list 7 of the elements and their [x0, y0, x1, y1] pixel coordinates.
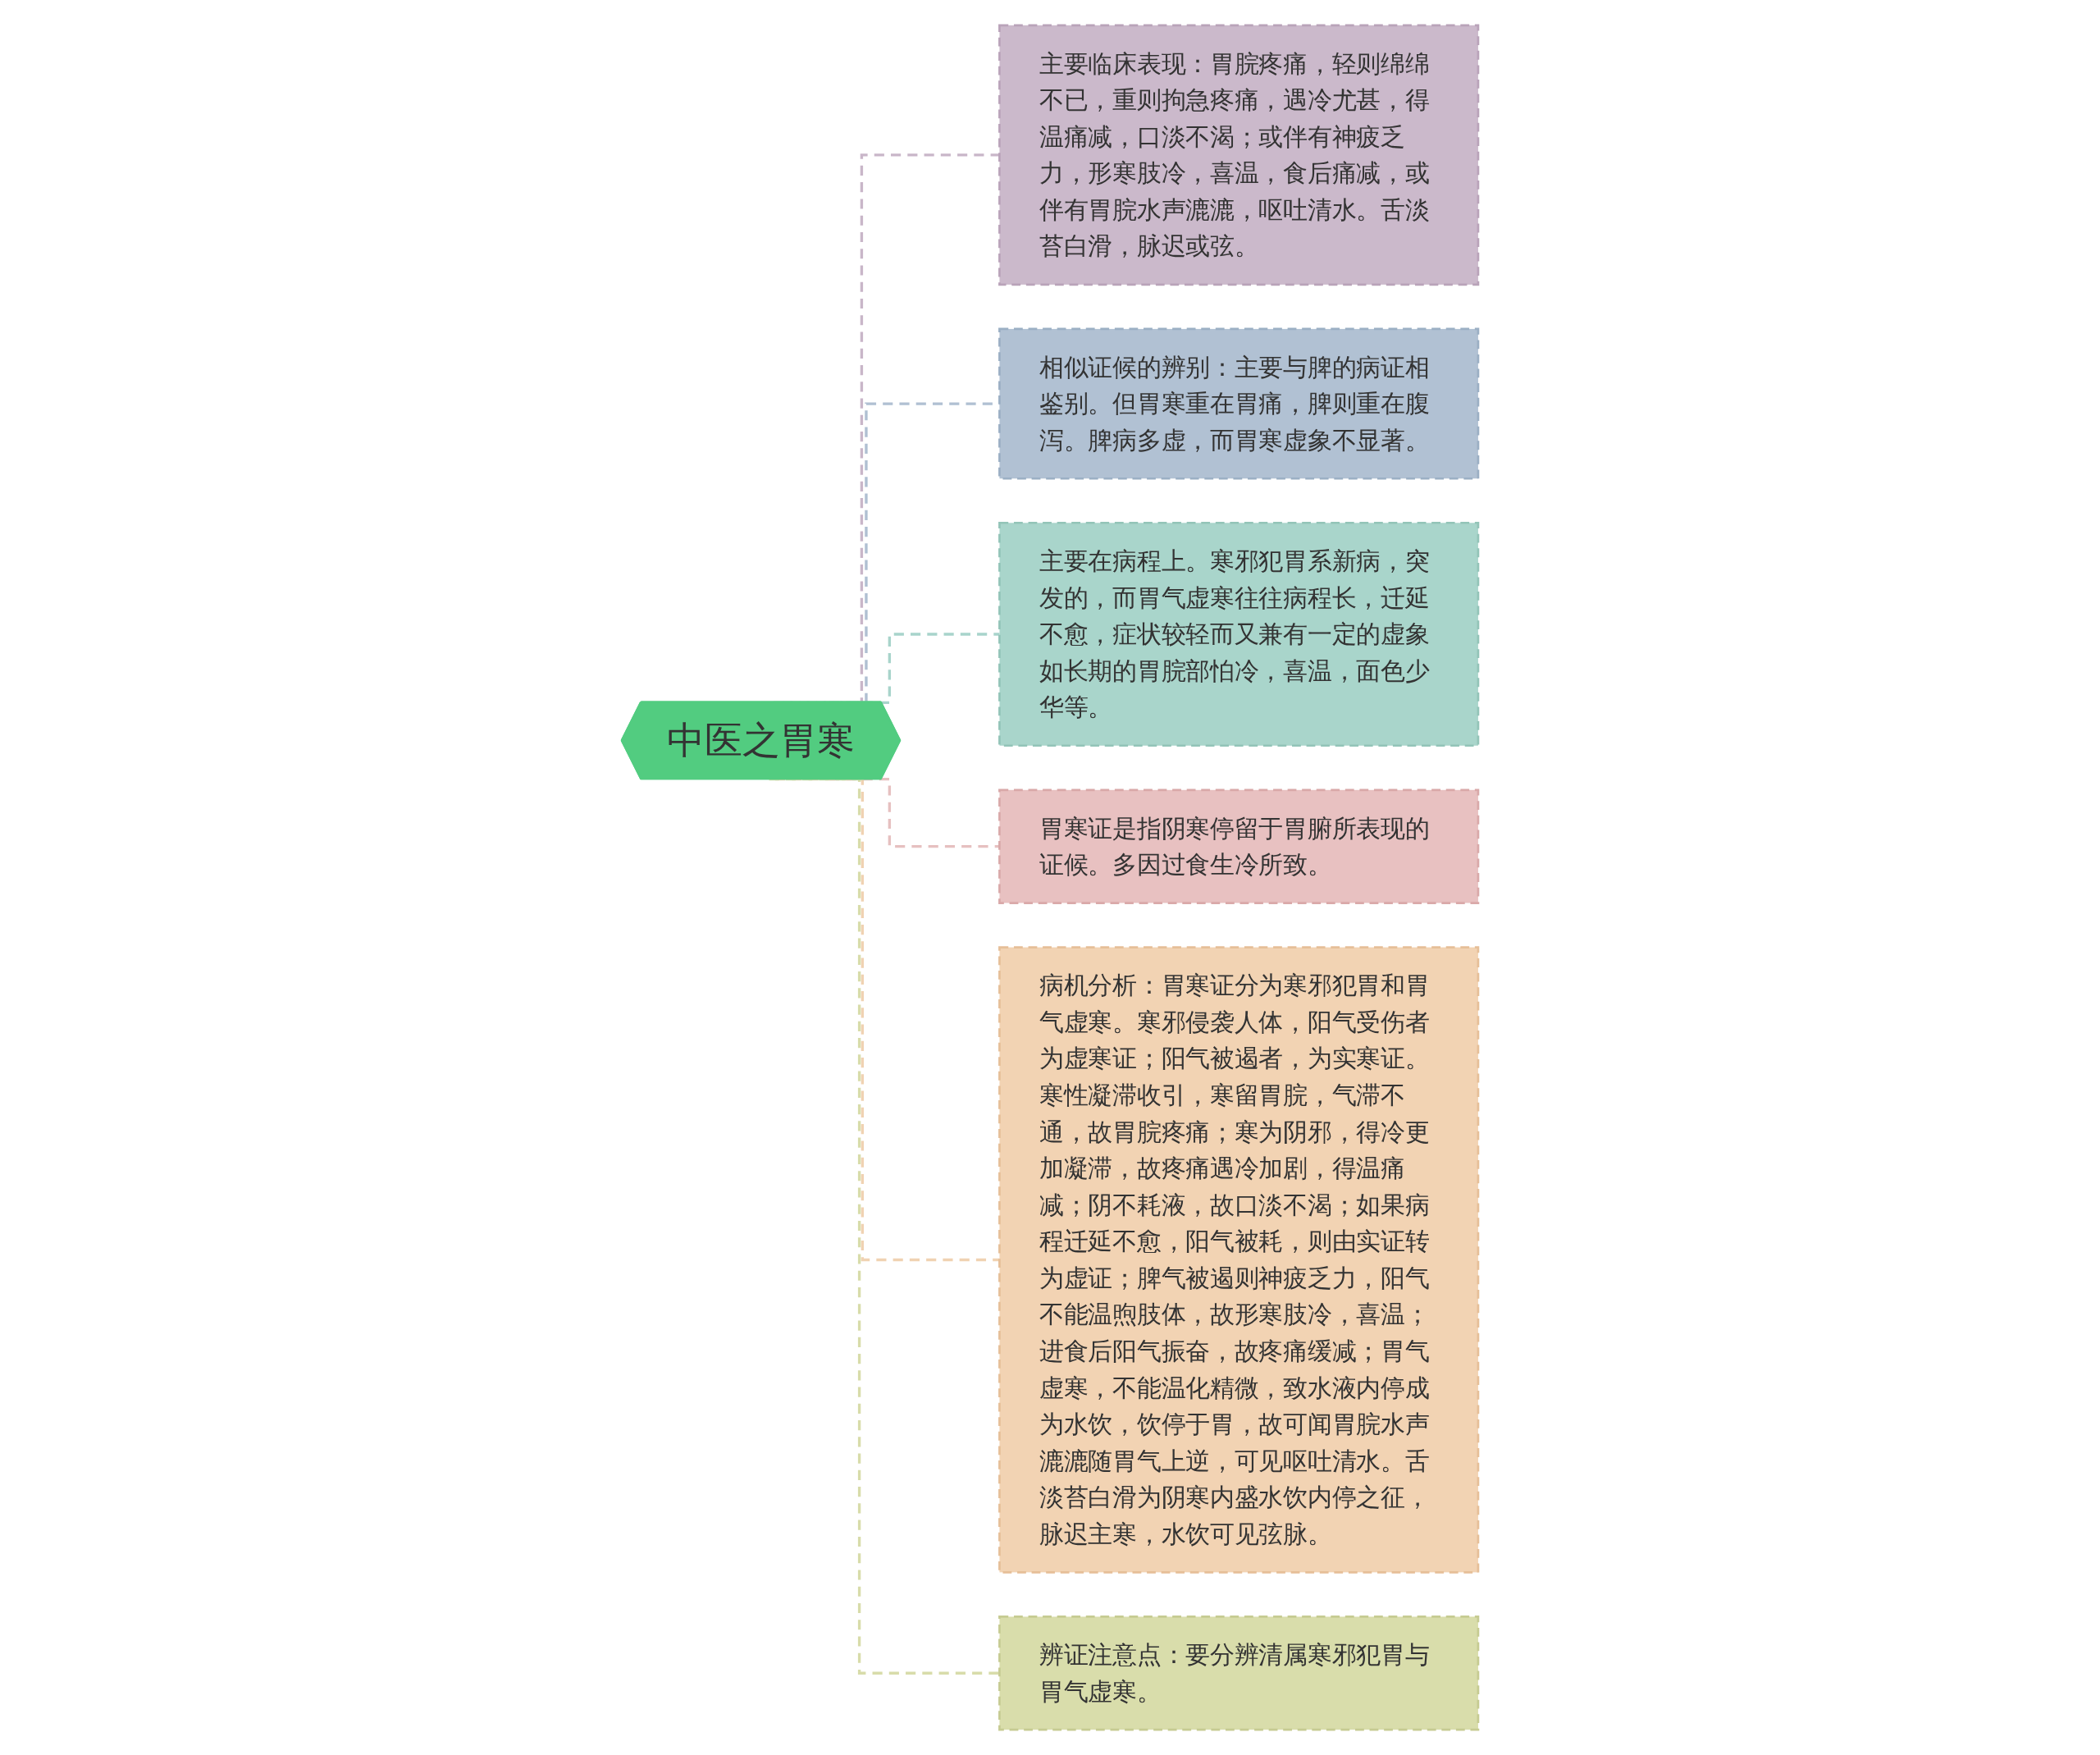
node-box: 胃寒证是指阴寒停留于胃腑所表现的证候。多因过食生冷所致。 — [998, 788, 1480, 904]
node-box: 辨证注意点：要分辨清属寒邪犯胃与胃气虚寒。 — [998, 1616, 1480, 1731]
node-box: 主要在病程上。寒邪犯胃系新病，突发的，而胃气虚寒往往病程长，迁延不愈，症状较轻而又兼有一定的虚象如长期的胃脘部怕冷，喜温，面色少华等。 — [998, 521, 1480, 747]
node-box: 病机分析：胃寒证分为寒邪犯胃和胃气虚寒。寒邪侵袭人体，阳气受伤者为虚寒证；阳气被遏者，为实寒证。寒性凝滞收引，寒留胃脘，气滞不通，故胃脘疼痛；寒为阴邪，得冷更加凝滞，故疼痛遇冷加剧，得温痛减；阴不耗液，故口淡不渴；如果病程迁延不愈，阳气被耗，则由实证转为虚证；脾气被遏则神疲乏力，阳气不能温煦肢体，故形寒肢冷，喜温；进食后阳气振奋，故疼痛缓减；胃气虚寒，不能温化精微，致水液内停成为水饮，饮停于胃，故可闻胃脘水声漉漉随胃气上逆，可见呕吐清水。舌淡苔白滑为阴寒内盛水饮内停之征，脉迟主寒，水饮可见弦脉。 — [998, 946, 1480, 1574]
connector — [769, 777, 1000, 1675]
node-box: 主要临床表现：胃脘疼痛，轻则绵绵不已，重则拘急疼痛，遇冷尤甚，得温痛减，口淡不渴；或伴有神疲乏力，形寒肢冷，喜温，食后痛减，或伴有胃脘水声漉漉，呕吐清水。舌淡苔白滑，脉迟或弦。 — [998, 24, 1480, 286]
node-box: 相似证候的辨别：主要与脾的病证相鉴别。但胃寒重在胃痛，脾则重在腹泻。脾病多虚，而胃寒虚象不显著。 — [998, 327, 1480, 480]
